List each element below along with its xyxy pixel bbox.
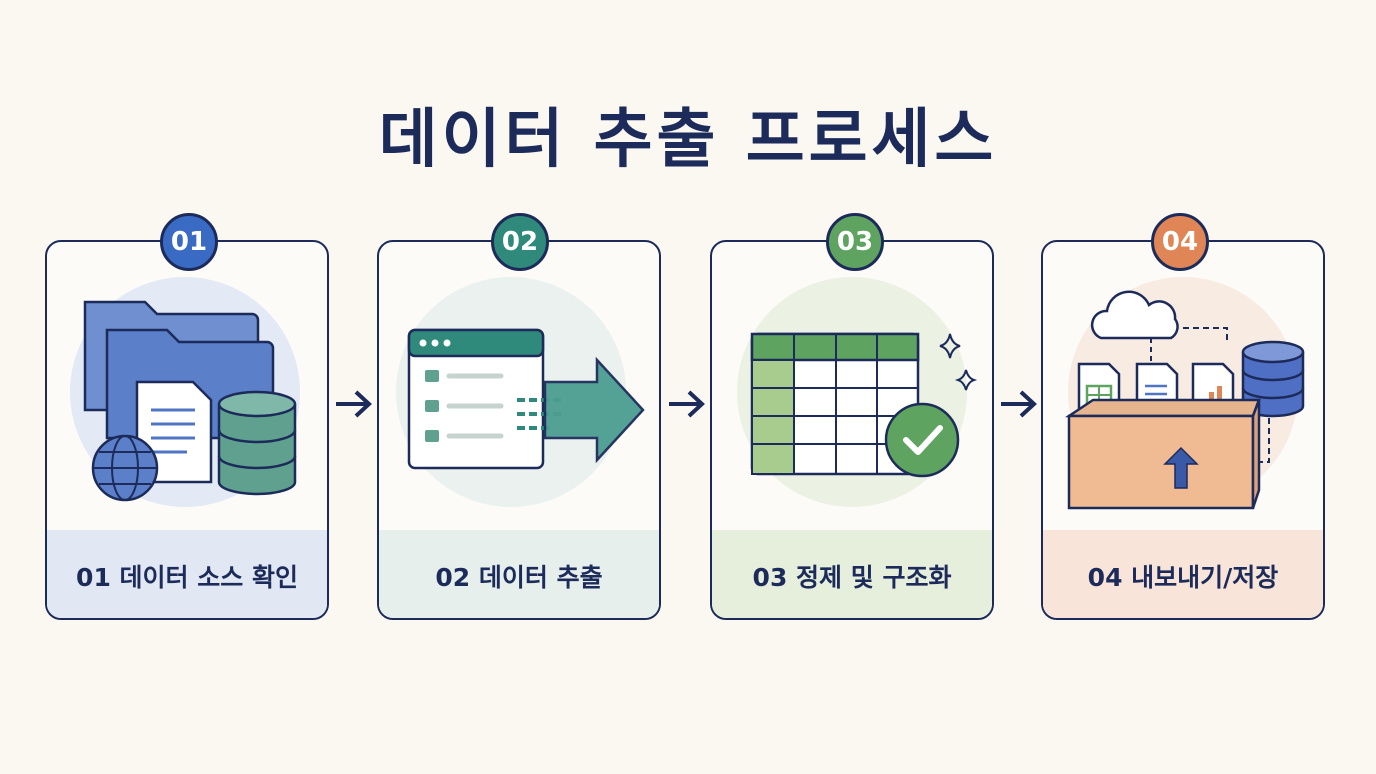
data-extraction-illustration xyxy=(396,277,645,507)
step-label: 03 정제 및 구조화 xyxy=(752,563,952,592)
step-label: 04 내보내기/저장 xyxy=(1087,563,1279,592)
page-title: 데이터 추출 프로세스 xyxy=(378,103,998,177)
label-band xyxy=(379,530,659,618)
arrow-icon xyxy=(517,356,645,464)
step-card-03: 03 정제 및 구조화 xyxy=(710,240,994,620)
flow-arrow-2 xyxy=(669,390,705,418)
data-source-illustration xyxy=(70,277,300,507)
database-icon xyxy=(217,390,297,496)
step-badge-02: 02 xyxy=(491,213,549,271)
step-card-04: 04 내보내기/저장 xyxy=(1041,240,1325,620)
step-card-02: 02 데이터 추출 xyxy=(377,240,661,620)
flow-arrow-3 xyxy=(1001,390,1037,418)
label-band xyxy=(47,530,327,618)
step-badge-04: 04 xyxy=(1151,213,1209,271)
step-label: 02 데이터 추출 xyxy=(435,563,603,592)
globe-icon xyxy=(91,434,159,502)
label-band xyxy=(1043,530,1323,618)
export-illustration xyxy=(1064,277,1305,510)
step-label: 01 데이터 소스 확인 xyxy=(76,563,298,592)
spreadsheet-icon xyxy=(750,332,920,476)
step-card-01: 01 데이터 소스 확인 xyxy=(45,240,329,620)
flow-arrow-1 xyxy=(336,390,372,418)
label-band xyxy=(712,530,992,618)
step-badge-01: 01 xyxy=(160,213,218,271)
upload-arrow-icon xyxy=(1163,446,1199,489)
sparkle-icon xyxy=(939,333,978,391)
box-icon xyxy=(1064,398,1261,510)
check-icon xyxy=(884,402,960,478)
cloud-icon xyxy=(1090,290,1179,340)
cleaning-illustration xyxy=(737,277,978,507)
step-badge-03: 03 xyxy=(826,213,884,271)
